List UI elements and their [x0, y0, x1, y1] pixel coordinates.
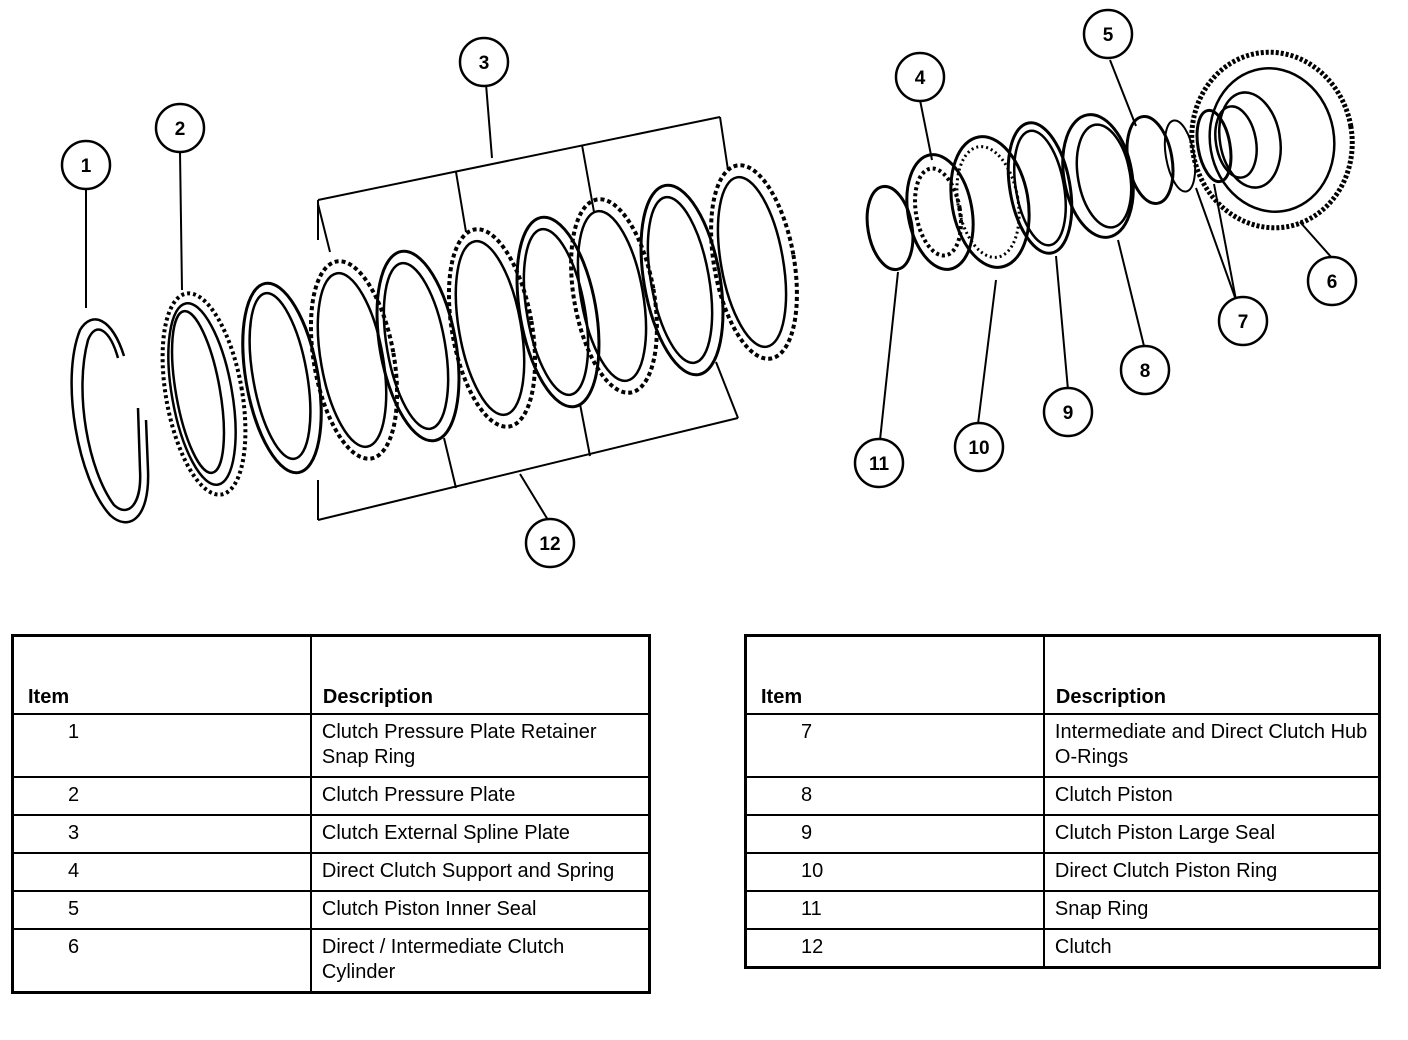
svg-text:2: 2: [175, 119, 186, 140]
svg-text:12: 12: [539, 534, 560, 555]
callout-12: 12: [524, 517, 576, 569]
item-description: Direct Clutch Support and Spring: [309, 852, 651, 892]
item-number: 8: [744, 776, 1045, 816]
svg-text:11: 11: [869, 454, 890, 475]
part-piston-ring: [949, 135, 1031, 269]
exploded-view-diagram: 1 2 3 4 5 6 7 8: [60, 8, 1358, 569]
svg-text:1: 1: [81, 156, 92, 177]
item-description: Clutch External Spline Plate: [309, 814, 651, 854]
callout-brackets: [85, 83, 739, 521]
table-row: 2 Clutch Pressure Plate: [11, 776, 651, 816]
table-row: 12 Clutch: [744, 928, 1381, 969]
legend-table-right: Item Description 7 Intermediate and Dire…: [744, 634, 1381, 969]
svg-text:6: 6: [1327, 272, 1338, 293]
table-row: 4 Direct Clutch Support and Spring: [11, 852, 651, 892]
item-description: Direct / Intermediate Clutch Cylinder: [309, 928, 651, 994]
part-clutch-cylinder: [1189, 49, 1355, 231]
table-row: 10 Direct Clutch Piston Ring: [744, 852, 1381, 892]
table-row: 9 Clutch Piston Large Seal: [744, 814, 1381, 854]
legend-header-row: Item Description: [744, 634, 1381, 715]
item-number: 7: [744, 713, 1045, 778]
item-number: 10: [744, 852, 1045, 892]
item-number: 5: [11, 890, 312, 930]
svg-text:8: 8: [1140, 361, 1151, 382]
item-number: 4: [11, 852, 312, 892]
item-number: 1: [11, 713, 312, 778]
table-row: 7 Intermediate and Direct Clutch Hub O-R…: [744, 713, 1381, 778]
item-column-header: Item: [744, 634, 1045, 715]
callout-3: 3: [458, 36, 510, 88]
callout-9: 9: [1042, 386, 1094, 438]
table-row: 1 Clutch Pressure Plate Retainer Snap Ri…: [11, 713, 651, 778]
callout-1: 1: [60, 139, 112, 191]
callouts: 1 2 3 4 5 6 7 8: [60, 8, 1358, 569]
item-description: Clutch Piston Inner Seal: [309, 890, 651, 930]
item-description: Clutch Pressure Plate: [309, 776, 651, 816]
callout-8: 8: [1119, 344, 1171, 396]
part-inner-seal: [1125, 115, 1175, 205]
clutch-plate-stack: [241, 163, 799, 475]
part-hub-o-rings: [1163, 108, 1233, 193]
svg-text:10: 10: [968, 438, 989, 459]
legend-header-row: Item Description: [11, 634, 651, 715]
item-description: Intermediate and Direct Clutch Hub O-Rin…: [1042, 713, 1381, 778]
item-number: 6: [11, 928, 312, 994]
part-snap-ring-retainer: [70, 318, 150, 524]
description-column-header: Description: [1042, 634, 1381, 715]
svg-text:3: 3: [479, 53, 490, 74]
table-row: 5 Clutch Piston Inner Seal: [11, 890, 651, 930]
callout-4: 4: [894, 51, 946, 103]
right-leader-lines: [879, 59, 1333, 441]
callout-2: 2: [154, 102, 206, 154]
part-pressure-plate: [160, 291, 248, 497]
item-number: 2: [11, 776, 312, 816]
callout-6: 6: [1306, 255, 1358, 307]
svg-text:9: 9: [1063, 403, 1074, 424]
part-piston-large-seal: [1006, 121, 1074, 255]
item-description: Snap Ring: [1042, 890, 1381, 930]
callout-7: 7: [1217, 295, 1269, 347]
item-description: Clutch Pressure Plate Retainer Snap Ring: [309, 713, 651, 778]
part-snap-ring-small: [865, 184, 915, 272]
item-number: 9: [744, 814, 1045, 854]
callout-10: 10: [953, 421, 1005, 473]
item-description: Clutch Piston Large Seal: [1042, 814, 1381, 854]
item-number: 11: [744, 890, 1045, 930]
callout-11: 11: [853, 437, 905, 489]
item-column-header: Item: [11, 634, 312, 715]
table-row: 3 Clutch External Spline Plate: [11, 814, 651, 854]
item-description: Clutch Piston: [1042, 776, 1381, 816]
legend-table-left: Item Description 1 Clutch Pressure Plate…: [11, 634, 651, 994]
callout-5: 5: [1082, 8, 1134, 60]
table-row: 6 Direct / Intermediate Clutch Cylinder: [11, 928, 651, 994]
svg-text:7: 7: [1238, 312, 1249, 333]
item-number: 12: [744, 928, 1045, 969]
svg-text:5: 5: [1103, 25, 1114, 46]
item-description: Direct Clutch Piston Ring: [1042, 852, 1381, 892]
item-description: Clutch: [1042, 928, 1381, 969]
description-column-header: Description: [309, 634, 651, 715]
svg-text:4: 4: [915, 68, 926, 89]
table-row: 11 Snap Ring: [744, 890, 1381, 930]
table-row: 8 Clutch Piston: [744, 776, 1381, 816]
item-number: 3: [11, 814, 312, 854]
